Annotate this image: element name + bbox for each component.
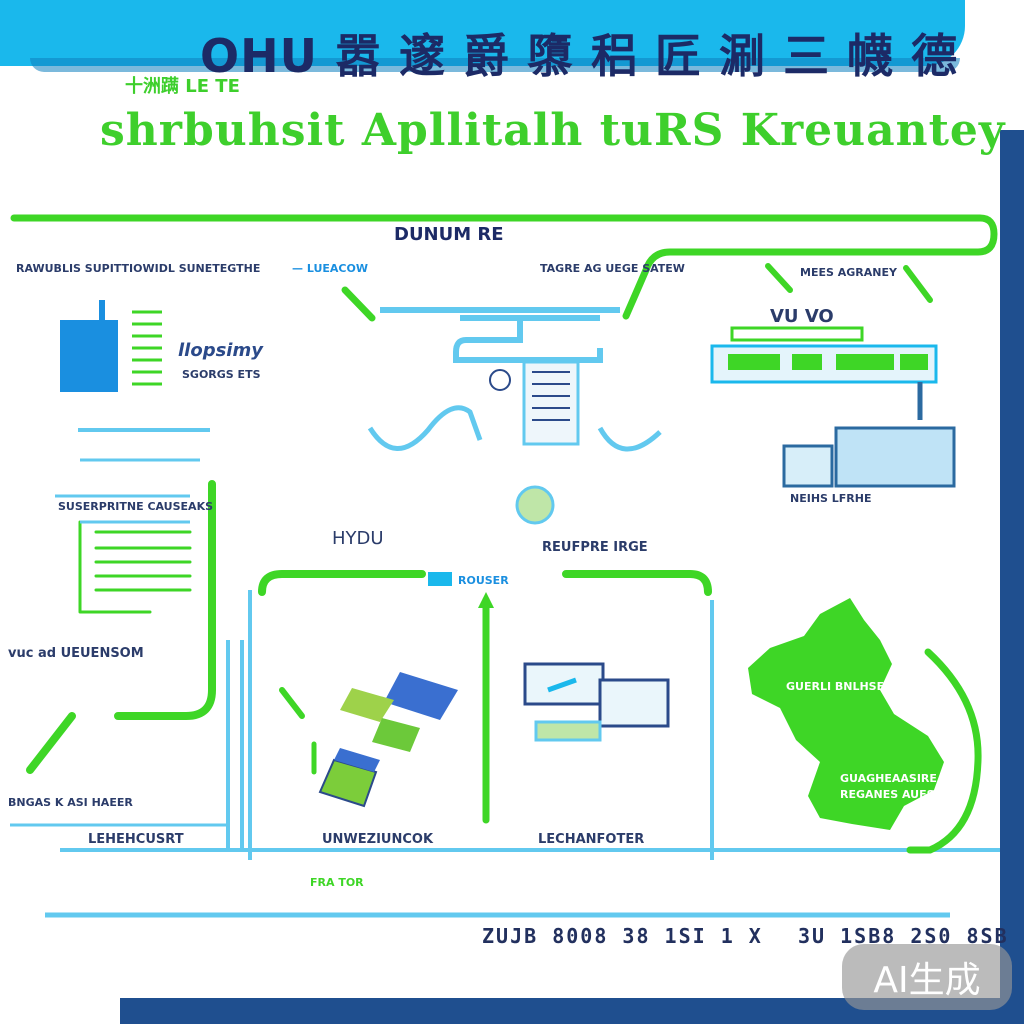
top-left-caption: RAWUBLIS SUPITTIOWIDL SUNETEGTHE: [16, 262, 260, 275]
left-green-connector: [118, 484, 212, 716]
mid-left-label: HYDU: [332, 528, 384, 549]
left-blue-verticals: [228, 640, 242, 850]
footer-small-label: FRA TOR: [310, 876, 364, 889]
map-caption-mid: GUAGHEAASIRE: [840, 772, 937, 785]
mid-connector-label: ROUSER: [458, 574, 509, 587]
footer-barcode-left: ZUJB 8008 38 1SI 1 X: [482, 924, 763, 948]
mid-right-label: REUFPRE IRGE: [542, 540, 648, 555]
mid-left-arc: [262, 574, 422, 592]
top-left-caption-suffix: — LUEACOW: [292, 262, 368, 275]
left-bowl: [370, 408, 480, 449]
screen-right: [600, 680, 668, 726]
top-left-branch: [345, 290, 372, 318]
gauge-icon: [490, 370, 510, 390]
right-bowl: [600, 428, 660, 449]
map-caption-top: GUERLI BNLHSE: [786, 680, 884, 693]
right-box-title: VU VO: [770, 306, 834, 327]
left-bottom-caption: BNGAS K ASI HAEER: [8, 796, 133, 809]
left-badge-label: llopsimy: [178, 340, 263, 361]
top-center-label: DUNUM RE: [394, 224, 504, 245]
map-caption-bottom: REGANES AUFS: [840, 788, 935, 801]
block-blue: [384, 672, 458, 720]
funnel-top: [380, 310, 620, 318]
left-green-diagonal: [30, 716, 72, 770]
left-footer-caption: LEHEHCUSRT: [88, 832, 184, 847]
bottom-panel-caption-2: LECHANFOTER: [538, 832, 644, 847]
left-badge-caption: SGORGS ETS: [182, 368, 261, 381]
printer-box: [836, 428, 954, 486]
mid-right-arc: [566, 574, 708, 592]
top-right-caption: TAGRE AG UEGE SATEW: [540, 262, 685, 275]
funnel-stem: [456, 320, 600, 360]
bottom-panel-caption-1: UNWEZIUNCOK: [322, 832, 433, 847]
globe-icon: [517, 487, 553, 523]
document-panel: [524, 362, 578, 444]
right-box-caption: NEIHS LFRHE: [790, 492, 872, 505]
left-badge-shape: [60, 320, 118, 392]
ai-generated-watermark: AI生成: [842, 944, 1012, 1010]
left-list-caption: SUSERPRITNE CAUSEAKS: [58, 500, 213, 513]
right-top-caption: MEES AGRANEY: [800, 266, 897, 279]
left-side-caption: vuc ad UEUENSOM: [8, 646, 144, 661]
